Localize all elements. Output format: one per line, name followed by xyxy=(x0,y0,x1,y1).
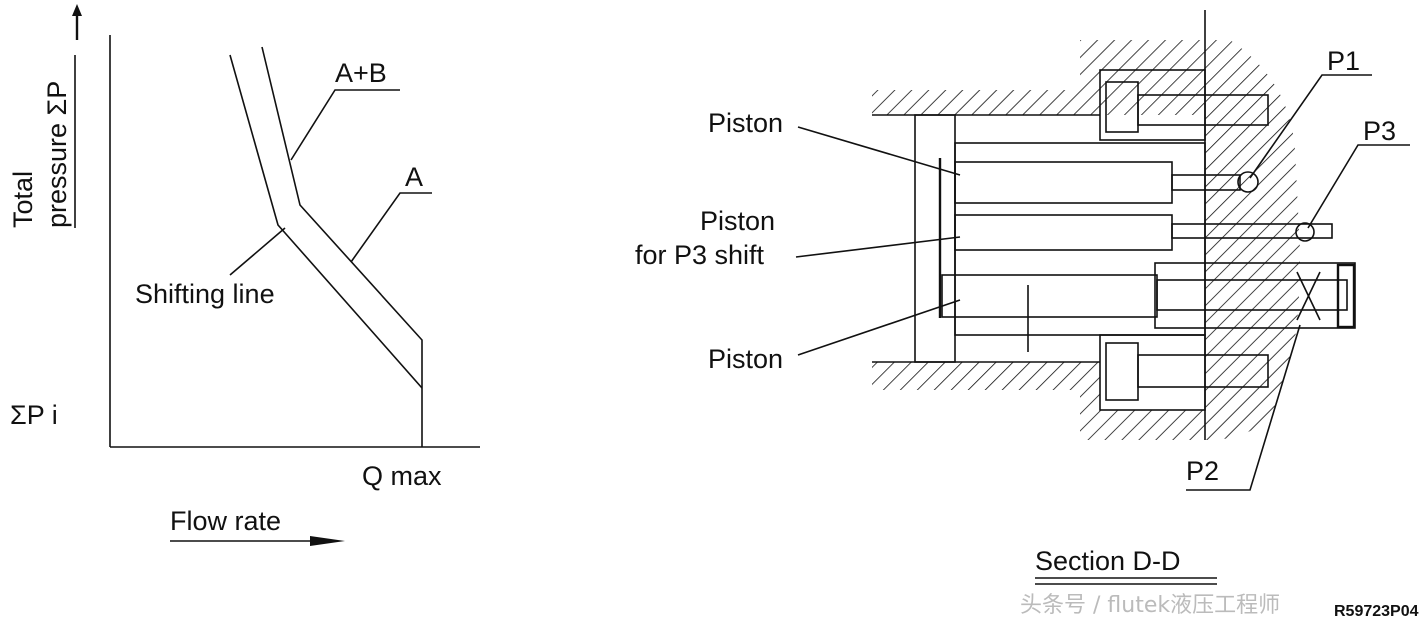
y-axis-label-line2: pressure ΣP xyxy=(42,81,72,228)
curve-ab-label: A+B xyxy=(335,58,387,88)
pressure-flow-graph: Total pressure ΣP A+B A Shifting line ΣP… xyxy=(8,4,480,546)
y-axis-label-line1: Total xyxy=(8,171,38,228)
p2-leader xyxy=(1186,324,1301,491)
cylinder-block xyxy=(954,142,1206,336)
piston-p3-leader xyxy=(795,236,961,258)
bolt-bottom xyxy=(1099,334,1269,411)
x-axis-arrow-icon xyxy=(170,536,345,546)
bolt-top xyxy=(1099,69,1269,141)
piston-top-label: Piston xyxy=(708,108,783,138)
port-p1 xyxy=(1237,171,1259,193)
piston-p3-label-line1: Piston xyxy=(700,206,775,236)
piston-top-leader xyxy=(797,126,961,176)
p3-leader xyxy=(1307,144,1410,229)
curve-a-plus-b xyxy=(261,46,423,447)
p3-label: P3 xyxy=(1363,116,1396,146)
housing-hatch xyxy=(872,40,1300,440)
y-min-label: ΣP i xyxy=(10,400,58,430)
shifting-line-leader xyxy=(229,227,286,276)
piston-top xyxy=(954,161,1173,204)
p1-label: P1 xyxy=(1327,46,1360,76)
curve-a-label: A xyxy=(405,162,423,192)
section-title: Section D-D xyxy=(1035,546,1181,576)
p2-label: P2 xyxy=(1186,456,1219,486)
watermark: 头条号 / flutek液压工程师 xyxy=(1020,593,1280,618)
port-p3 xyxy=(1295,222,1315,242)
y-axis-arrow-icon xyxy=(72,4,82,40)
shifting-line-label: Shifting line xyxy=(135,279,275,309)
x-max-label: Q max xyxy=(362,461,442,491)
x-axis-label: Flow rate xyxy=(170,506,281,536)
section-drawing: Piston Piston for P3 shift Piston P1 P3 … xyxy=(635,10,1419,620)
piston-bottom xyxy=(941,274,1158,318)
piston-p3-label-line2: for P3 shift xyxy=(635,240,765,270)
curve-a-leader xyxy=(350,192,432,263)
curve-a xyxy=(229,54,423,389)
p1-leader xyxy=(1249,74,1372,179)
drawing-code: R59723P04 xyxy=(1334,603,1419,620)
curve-ab-leader xyxy=(290,89,400,161)
piston-bottom-label: Piston xyxy=(708,344,783,374)
piston-p3-shift xyxy=(954,214,1173,251)
piston-bottom-leader xyxy=(797,299,961,356)
